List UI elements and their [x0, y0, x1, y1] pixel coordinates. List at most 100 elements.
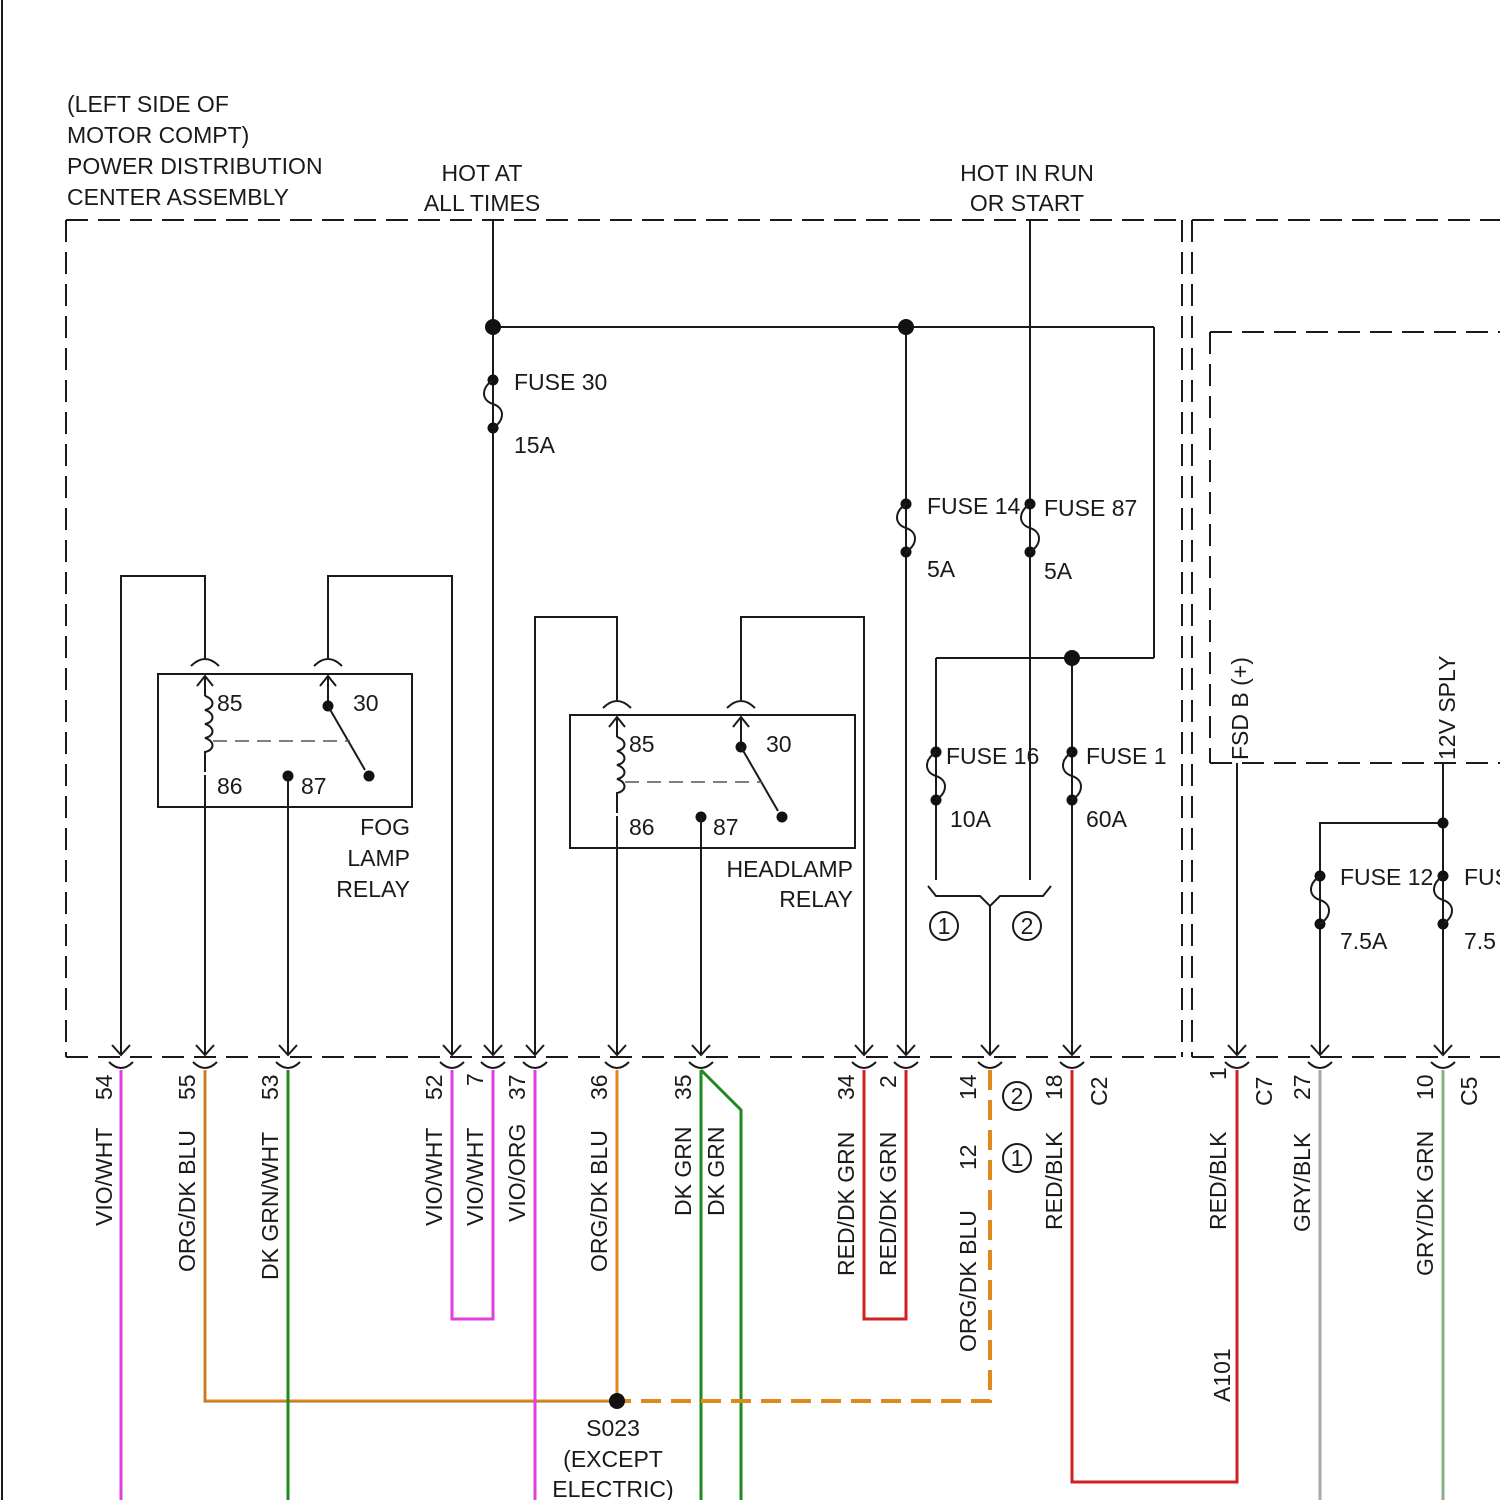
- headlamp-label-line2: RELAY: [779, 886, 853, 912]
- connector-c2: C2: [1086, 1077, 1112, 1106]
- terminal-socket: [109, 1062, 133, 1068]
- head-pin-85: 85: [629, 731, 655, 757]
- terminal-socket: [852, 1062, 876, 1068]
- pin-35-label: 35: [670, 1074, 696, 1100]
- fuse-16: FUSE 16 10A: [927, 743, 1039, 832]
- splice-note-line1: (EXCEPT: [563, 1446, 663, 1472]
- pin-2-label: 2: [875, 1075, 901, 1088]
- hot-all-times-line2: ALL TIMES: [424, 190, 540, 216]
- wire-10-color: GRY/DK GRN: [1412, 1131, 1438, 1276]
- wire-27-color: GRY/BLK: [1289, 1132, 1315, 1232]
- terminal-socket: [440, 1062, 464, 1068]
- splice-note-line2: ELECTRIC): [552, 1476, 673, 1500]
- head-pin-87: 87: [713, 814, 739, 840]
- ground-ref-label: A101: [1209, 1348, 1235, 1402]
- wire-option-two-marker: 2: [1011, 1083, 1024, 1109]
- fuse-30-name: FUSE 30: [514, 369, 607, 395]
- fog-lamp-relay: 85 30 86 87 FOG LAMP RELAY: [121, 576, 452, 1055]
- power-bus: [485, 220, 1154, 1055]
- fuse-12-name: FUSE 12: [1340, 864, 1433, 890]
- terminal-socket: [1225, 1062, 1249, 1068]
- wire-12-color: ORG/DK BLU: [955, 1210, 981, 1352]
- pin-34-label: 34: [833, 1074, 859, 1100]
- pin-55-label: 55: [174, 1074, 200, 1100]
- option-two-marker: 2: [1021, 913, 1034, 939]
- terminal-socket: [481, 1062, 505, 1068]
- right-sub-box: FSD B (+) 12V SPLY FUSE 12 7.5A FUS 7.5: [1227, 656, 1500, 1055]
- fuse-16-name: FUSE 16: [946, 743, 1039, 769]
- fuse-partial-name: FUS: [1464, 864, 1500, 890]
- fuse-30: FUSE 30 15A: [484, 369, 607, 458]
- pin-18-label: 18: [1041, 1074, 1067, 1100]
- wire-labels: 54 VIO/WHT 55 ORG/DK BLU 53 DK GRN/WHT 5…: [91, 1067, 1482, 1402]
- hot-run-start-line2: OR START: [970, 190, 1084, 216]
- pin-14-label: 14: [955, 1074, 981, 1100]
- external-wiring: [121, 1070, 1443, 1500]
- wire-7-color: VIO/WHT: [462, 1128, 488, 1226]
- fog-pin-87: 87: [301, 773, 327, 799]
- fuse-87-rating: 5A: [1044, 558, 1073, 584]
- fog-label-line2: LAMP: [347, 845, 410, 871]
- fog-label-line3: RELAY: [336, 876, 410, 902]
- pin-10-label: 10: [1412, 1074, 1438, 1100]
- terminal-socket: [894, 1062, 918, 1068]
- wire-37-color: VIO/ORG: [504, 1124, 530, 1222]
- pin-12-label: 12: [955, 1144, 981, 1170]
- fuse-1: FUSE 1 60A: [1063, 743, 1167, 832]
- fuse-12-rating: 7.5A: [1340, 928, 1388, 954]
- pin-54-label: 54: [91, 1074, 117, 1100]
- pin-27-label: 27: [1289, 1074, 1315, 1100]
- fuse-partial-rating: 7.5: [1464, 928, 1496, 954]
- splice-s023: [609, 1393, 625, 1409]
- fuse-14-rating: 5A: [927, 556, 956, 582]
- fuse-1-name: FUSE 1: [1086, 743, 1167, 769]
- wire-53-color: DK GRN/WHT: [257, 1132, 283, 1280]
- fog-pin-85: 85: [217, 690, 243, 716]
- hot-run-start-line1: HOT IN RUN: [960, 160, 1094, 186]
- terminal-socket: [1060, 1062, 1084, 1068]
- wire-54-color: VIO/WHT: [91, 1128, 117, 1226]
- connector-c5: C5: [1456, 1077, 1482, 1106]
- option-brace: 1 2: [928, 886, 1051, 1055]
- splice-id: S023: [586, 1415, 640, 1441]
- wire-14-12-dashed: [617, 1070, 990, 1401]
- fog-label-line1: FOG: [360, 814, 410, 840]
- pin-36-label: 36: [586, 1074, 612, 1100]
- pin-53-label: 53: [257, 1074, 283, 1100]
- wire-35-color: DK GRN: [670, 1127, 696, 1216]
- wire-2-color: RED/DK GRN: [875, 1132, 901, 1276]
- hot-all-times-line1: HOT AT: [442, 160, 523, 186]
- pin-7-label: 7: [462, 1073, 488, 1086]
- pdc-label-line4: CENTER ASSEMBLY: [67, 184, 289, 210]
- fuse-87: FUSE 87 5A: [1021, 495, 1137, 584]
- wire-35-branch-color: DK GRN: [703, 1127, 729, 1216]
- connector-c7: C7: [1251, 1077, 1277, 1106]
- fuse-14: FUSE 14 5A: [897, 493, 1021, 582]
- fog-pin-30: 30: [353, 690, 379, 716]
- sply-label: 12V SPLY: [1434, 656, 1460, 760]
- wire-option-one-marker: 1: [1011, 1145, 1024, 1171]
- option-one-marker: 1: [938, 913, 951, 939]
- wire-18-color: RED/BLK: [1041, 1131, 1067, 1230]
- wire-52-color: VIO/WHT: [421, 1128, 447, 1226]
- fuse-87-name: FUSE 87: [1044, 495, 1137, 521]
- terminal-socket: [978, 1062, 1002, 1068]
- wire-34-color: RED/DK GRN: [833, 1132, 859, 1276]
- fuse-16-rating: 10A: [950, 806, 992, 832]
- pin-37-label: 37: [504, 1074, 530, 1100]
- pdc-boundary: [66, 220, 1500, 1057]
- terminal-socket: [605, 1062, 629, 1068]
- fuse-14-name: FUSE 14: [927, 493, 1021, 519]
- head-pin-30: 30: [766, 731, 792, 757]
- pin-1-label: 1: [1205, 1067, 1231, 1080]
- headlamp-label-line1: HEADLAMP: [726, 856, 853, 882]
- terminal-socket: [1431, 1062, 1455, 1068]
- fuse-30-rating: 15A: [514, 432, 556, 458]
- wire-36-color: ORG/DK BLU: [586, 1130, 612, 1272]
- wire-1-color: RED/BLK: [1205, 1131, 1231, 1230]
- pin-52-label: 52: [421, 1074, 447, 1100]
- terminal-socket: [193, 1062, 217, 1068]
- headlamp-relay: 85 30 86 87 HEADLAMP RELAY: [535, 617, 864, 1055]
- pdc-label-line1: (LEFT SIDE OF: [67, 91, 229, 117]
- terminal-socket: [1308, 1062, 1332, 1068]
